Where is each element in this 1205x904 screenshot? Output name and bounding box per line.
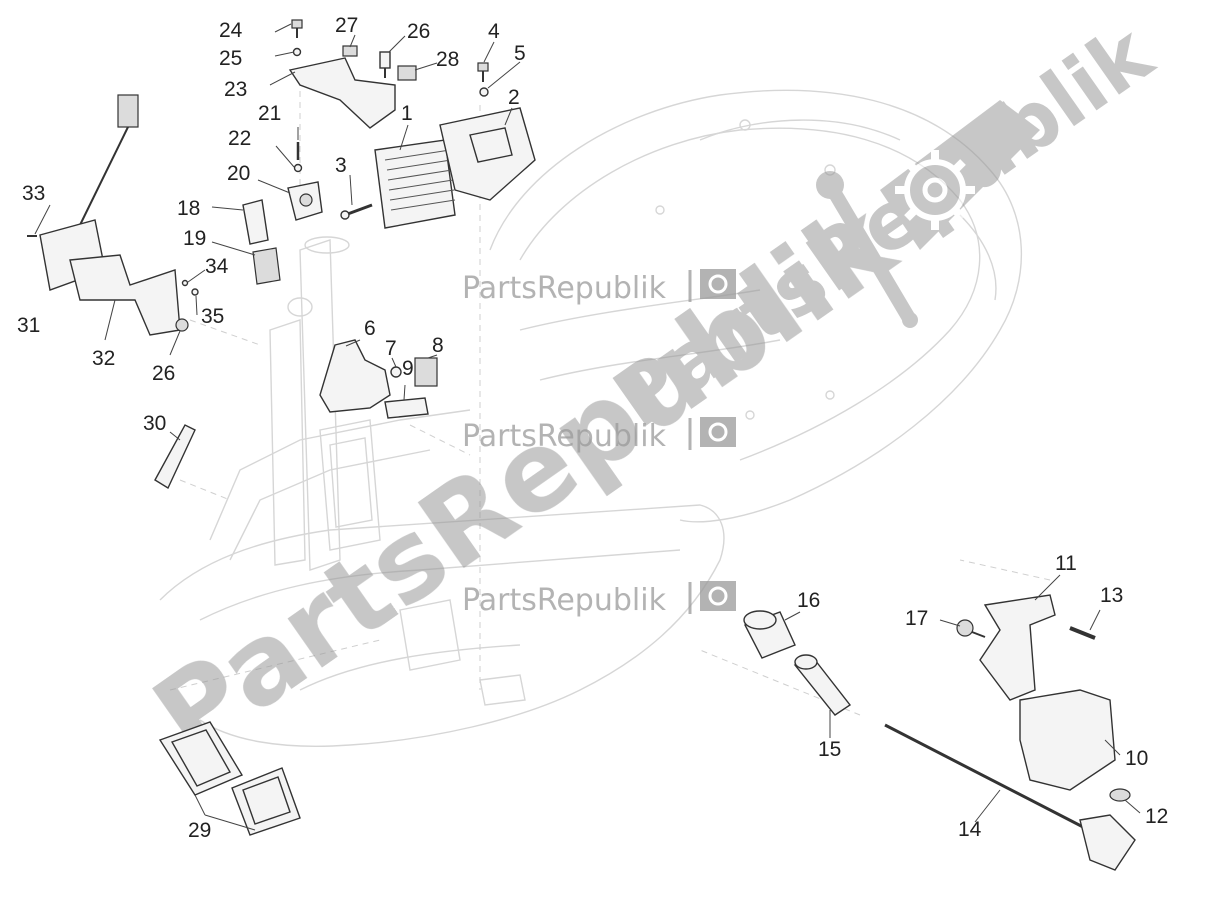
part-35-nut: [191, 288, 199, 296]
callout-13: 13: [1100, 584, 1123, 607]
callout-23: 23: [224, 78, 247, 101]
brand-stamp-3: PartsRepublik: [462, 581, 736, 618]
watermark-diagonal-text-upper: PartsRepublik: [598, 6, 1170, 445]
callout-29: 29: [188, 819, 211, 842]
part-18-grommet: [242, 199, 269, 245]
gear-icon: [700, 417, 736, 447]
part-23-bracket: [288, 57, 396, 129]
callout-32: 32: [92, 347, 115, 370]
callout-8: 8: [432, 334, 444, 357]
part-30-cover: [154, 424, 196, 490]
frame-ghost-outline: [159, 80, 1051, 747]
callout-6: 6: [364, 317, 376, 340]
part-10-lock: [1019, 689, 1116, 791]
part-2-regulator-bracket: [439, 107, 536, 201]
wrench-logo-icon: [816, 100, 1040, 328]
callout-17: 17: [905, 607, 928, 630]
callout-22: 22: [228, 127, 251, 150]
part-9-sensor: [384, 397, 429, 419]
callout-27: 27: [335, 14, 358, 37]
part-26-sensor: [175, 318, 189, 332]
callout-26-top: 26: [407, 20, 430, 43]
part-5-washer: [479, 87, 489, 97]
callout-1: 1: [401, 102, 413, 125]
part-27-clip: [342, 45, 358, 57]
part-11-bracket: [979, 594, 1056, 701]
callout-9: 9: [402, 357, 414, 380]
callout-7: 7: [385, 337, 397, 360]
part-24-bolt: [291, 19, 303, 38]
callout-labels: 1 2 3 4 5 6 7 8 9 10 11 12 13 14 15 16 1…: [17, 14, 1168, 842]
callout-24: 24: [219, 19, 243, 42]
callout-3: 3: [335, 154, 347, 177]
part-34-washer: [181, 279, 189, 287]
part-26-sensor-top: [379, 51, 391, 78]
callout-16: 16: [797, 589, 820, 612]
part-1-voltage-regulator: [374, 139, 456, 229]
brand-stamp-text: PartsRepublik: [462, 271, 667, 306]
part-29-mats: [158, 721, 301, 836]
part-17-clamp: [956, 619, 986, 638]
part-16-spacer: [743, 610, 796, 659]
part-28-clip: [397, 65, 417, 81]
part-25-washer: [292, 47, 302, 57]
callout-15: 15: [818, 738, 841, 761]
part-12-screw: [1109, 788, 1131, 802]
callout-31: 31: [17, 314, 40, 337]
brand-stamp-text: PartsRepublik: [462, 583, 667, 618]
part-14-rod: [884, 723, 1136, 871]
part-20-clamp: [287, 181, 323, 221]
callout-10: 10: [1125, 747, 1148, 770]
gear-icon: [700, 269, 736, 299]
callout-20: 20: [227, 162, 250, 185]
gear-icon: [700, 581, 736, 611]
part-8-relay: [414, 357, 438, 387]
part-22-washer: [293, 163, 303, 173]
callout-11: 11: [1055, 552, 1077, 575]
callout-18: 18: [177, 197, 200, 220]
callout-33: 33: [22, 182, 45, 205]
brand-stamp-1: PartsRepublik: [462, 269, 736, 306]
part-3-screw: [340, 203, 373, 220]
leader-lines: [34, 23, 1141, 831]
callout-2: 2: [508, 86, 520, 109]
part-4-bolt: [477, 62, 489, 82]
callout-19: 19: [183, 227, 206, 250]
callout-12: 12: [1145, 805, 1168, 828]
part-19-pad: [252, 247, 281, 285]
callout-28: 28: [436, 48, 459, 71]
callout-14: 14: [958, 818, 982, 841]
part-6-sensor-bracket: [319, 339, 391, 413]
callout-30: 30: [143, 412, 166, 435]
part-32-antenna-bracket: [69, 254, 181, 336]
callout-5: 5: [514, 42, 526, 65]
brand-stamp-text: PartsRepublik: [462, 419, 667, 454]
part-7-washer: [390, 366, 402, 378]
part-13-bolt: [1069, 626, 1096, 640]
callout-4: 4: [488, 20, 500, 43]
callout-34: 34: [205, 255, 229, 278]
callout-26-left: 26: [152, 362, 175, 385]
callout-35: 35: [201, 305, 224, 328]
callout-25: 25: [219, 47, 242, 70]
callout-21: 21: [258, 102, 281, 125]
part-15-pin: [793, 654, 852, 716]
brand-stamp-2: PartsRepublik: [462, 417, 736, 454]
